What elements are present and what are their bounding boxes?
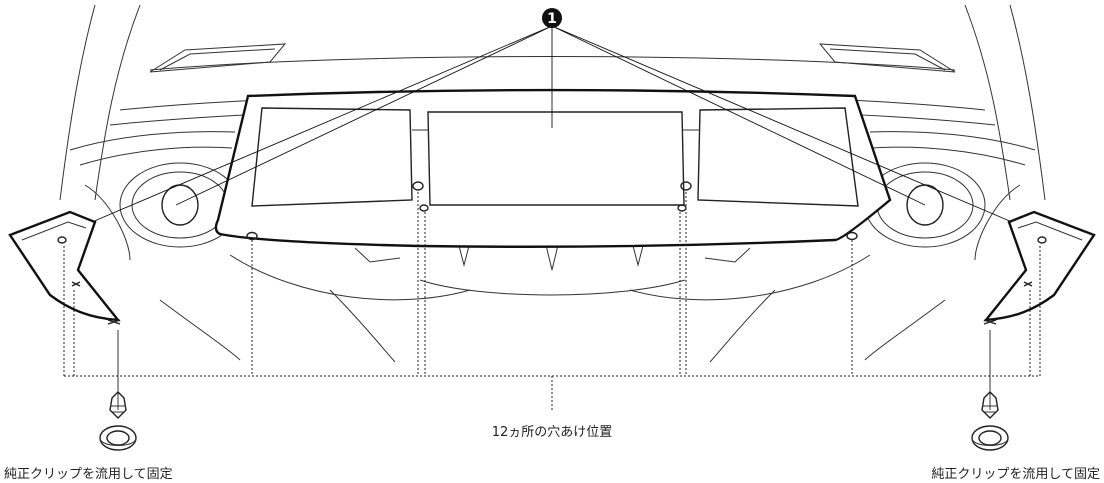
clip-icon bbox=[971, 391, 1009, 451]
callout-1: 1 bbox=[91, 8, 1013, 223]
clip-label-right: 純正クリップを流用して固定 bbox=[931, 467, 1100, 482]
hole-marker-icon bbox=[983, 319, 997, 325]
hole-marker-icon bbox=[57, 236, 67, 244]
hole-marker-icon bbox=[246, 231, 258, 241]
hole-marker-icon bbox=[846, 231, 858, 241]
hole-count-label: 12ヵ所の穴あけ位置 bbox=[492, 425, 613, 440]
hole-marker-icon bbox=[419, 204, 429, 212]
hole-markers bbox=[57, 181, 1047, 325]
rear-diffuser-part bbox=[214, 88, 892, 248]
hole-marker-icon bbox=[1037, 236, 1047, 244]
hole-marker-icon bbox=[680, 181, 692, 191]
clip-icon bbox=[99, 391, 137, 451]
clip-label-left: 純正クリップを流用して固定 bbox=[4, 467, 173, 482]
callout-badge bbox=[542, 8, 562, 28]
hole-marker-icon bbox=[71, 281, 81, 287]
hole-marker-icon bbox=[107, 319, 121, 325]
hole-marker-icon bbox=[1023, 281, 1033, 287]
hole-marker-icon bbox=[412, 181, 424, 191]
hole-position-guides bbox=[63, 192, 1041, 412]
callout-number: 1 bbox=[547, 11, 557, 27]
